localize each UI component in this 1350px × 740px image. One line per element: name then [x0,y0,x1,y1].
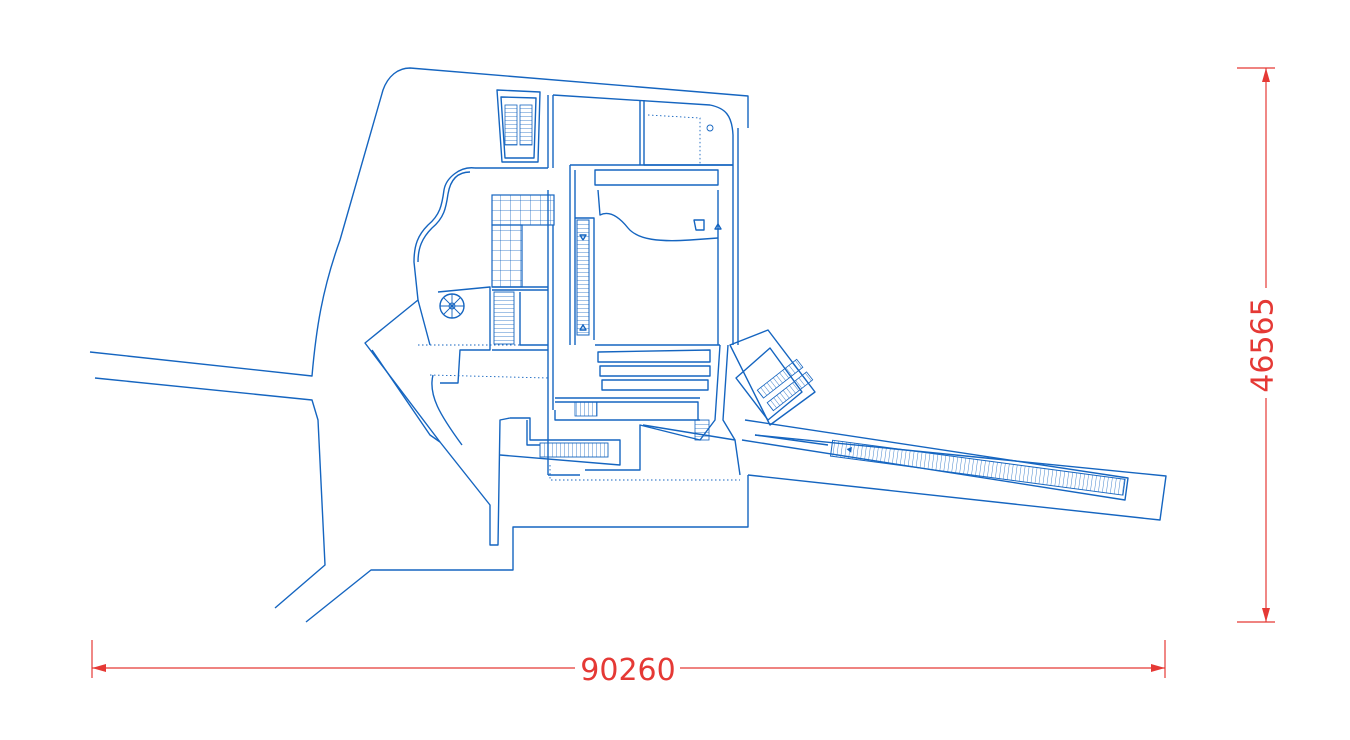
east-stair-tower [729,329,816,426]
building-walls [364,94,739,546]
terraced-steps [555,344,720,420]
spiral-stair [417,286,491,384]
width-dimension-label: 90260 [580,653,675,688]
lower-walls [418,344,741,481]
height-dimension: 46565 [1237,67,1281,623]
main-stair [575,217,595,340]
height-dimension-label: 46565 [1246,297,1281,392]
long-ramp [741,419,1129,501]
interior-fixtures [647,114,722,231]
site-outline [89,67,1167,623]
width-dimension: 90260 [91,640,1166,688]
stair-north [496,89,541,163]
central-core [491,194,555,351]
